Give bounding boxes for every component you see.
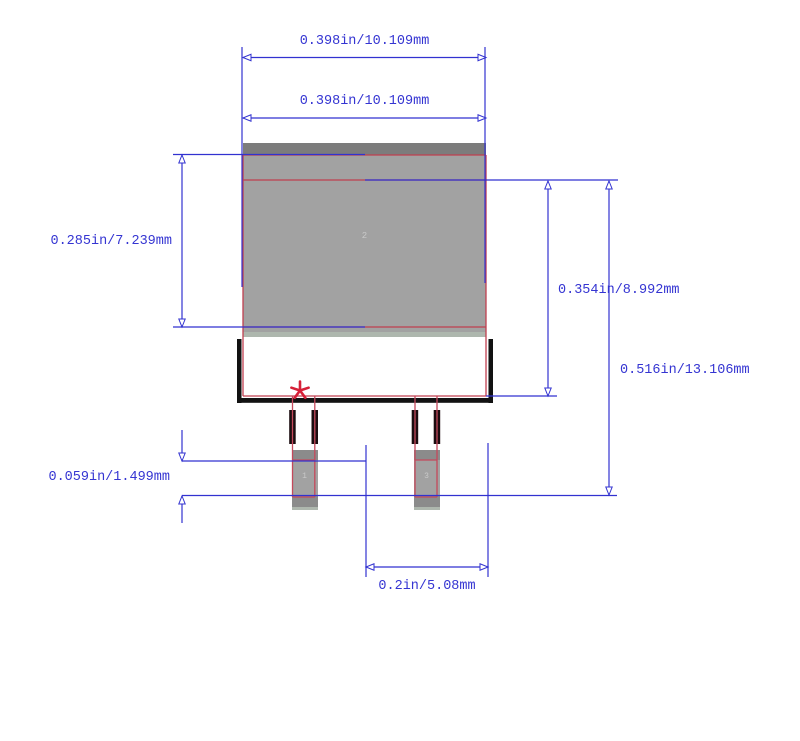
arrow-right-icon <box>477 53 488 62</box>
dim-label-top-width: 0.398in/10.109mm <box>299 34 430 49</box>
arrow-right-icon <box>479 563 490 571</box>
pin-outlines-red <box>291 396 438 498</box>
silkscreen <box>237 339 493 403</box>
pin3-pad-number: 3 <box>424 472 429 481</box>
pin3-pad-bottom-edge <box>413 507 440 510</box>
dim-label-pad-width: 0.398in/10.109mm <box>299 94 430 109</box>
silkscreen-right <box>488 339 493 403</box>
arrow-down-icon <box>178 318 186 329</box>
pin1-pad <box>291 450 318 510</box>
pin3-pad-top-strip <box>413 450 440 460</box>
silkscreen-bottom <box>237 398 493 403</box>
tab-pad-bottom-edge <box>243 332 486 337</box>
pin1-marker-asterisk <box>290 380 310 400</box>
dimension-arrowheads <box>178 53 613 571</box>
arrow-up-icon <box>605 179 613 190</box>
pin1-pad-bottom-edge <box>291 507 318 510</box>
dim-label-body-to-pad: 0.354in/8.992mm <box>558 283 680 298</box>
component-outline-red <box>242 154 487 397</box>
tab-pad <box>243 143 486 337</box>
silkscreen-left <box>237 339 242 403</box>
arrow-down-icon <box>178 452 186 463</box>
dim-label-tab-height: 0.285in/7.239mm <box>50 234 172 249</box>
arrow-down-icon <box>544 387 552 398</box>
pin1-pad-body <box>291 460 318 495</box>
pin1-pad-number: 1 <box>302 472 307 481</box>
pin3-pad-bottom-strip <box>413 495 440 507</box>
dimension-lines-blue <box>173 47 618 577</box>
dim-label-overall-length: 0.516in/13.106mm <box>620 363 750 378</box>
pin1-pad-bottom-strip <box>291 495 318 507</box>
dim-label-pin-pad-length: 0.059in/1.499mm <box>48 470 170 485</box>
pin-leads <box>289 410 441 444</box>
arrow-up-icon <box>178 153 186 164</box>
dim-label-pin-pitch: 0.2in/5.08mm <box>378 579 476 594</box>
arrow-left-icon <box>241 53 252 62</box>
arrow-left-icon <box>364 563 375 571</box>
arrow-up-icon <box>544 179 552 190</box>
tab-pad-top-strip <box>243 143 486 155</box>
arrow-left-icon <box>241 114 252 122</box>
arrow-down-icon <box>605 486 613 497</box>
pin3-pad <box>413 450 440 510</box>
arrow-right-icon <box>477 114 488 122</box>
pin3-pad-body <box>413 460 440 495</box>
arrow-up-icon <box>178 494 186 505</box>
pin1-pad-top-strip <box>291 450 318 460</box>
tab-pad-body <box>243 155 486 332</box>
tab-pad-number: 2 <box>361 231 368 241</box>
